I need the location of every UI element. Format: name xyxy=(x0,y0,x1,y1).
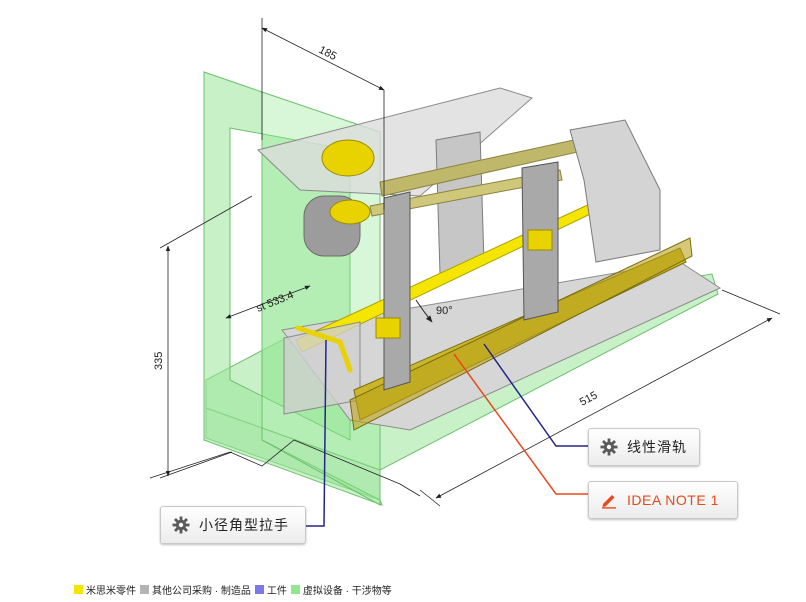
dim-185-label: 185 xyxy=(317,44,339,63)
hinge-left xyxy=(375,317,401,339)
legend-swatch xyxy=(74,585,83,594)
handle-label: 小径角型拉手 xyxy=(199,517,289,533)
legend-item-virtual: 虚拟设备 · 干涉物等 xyxy=(290,582,392,597)
dim-515-line xyxy=(435,317,773,499)
idea-note-label: IDEA NOTE 1 xyxy=(627,492,719,508)
small-angle-handle xyxy=(295,325,353,373)
hinge-right xyxy=(527,229,553,251)
legend-label: 其他公司采购 · 制造品 xyxy=(152,586,251,597)
idea-note-callout[interactable]: IDEA NOTE 1 xyxy=(588,481,738,519)
slider-plate-left xyxy=(383,191,411,391)
legend-swatch xyxy=(140,585,149,594)
angle-arc xyxy=(415,299,433,323)
legend-item-other: 其他公司采购 · 制造品 xyxy=(140,582,251,597)
pencil-icon xyxy=(599,490,619,510)
gear-icon xyxy=(171,515,191,535)
legend-item-work: 工件 xyxy=(254,582,287,597)
angle-label: 90° xyxy=(436,305,453,317)
leader-idea-note xyxy=(453,353,592,495)
legend-label: 工件 xyxy=(266,586,287,597)
linear-guide-callout[interactable]: 线性滑轨 xyxy=(588,428,700,466)
leader-handle xyxy=(306,339,327,527)
legend-swatch xyxy=(290,585,300,594)
legend: 米思米零件 其他公司采购 · 制造品 工件 虚拟设备 · 干涉物等 xyxy=(74,582,396,597)
dim-335-ext-top xyxy=(159,195,253,249)
rod-lower xyxy=(369,169,563,217)
motor-top xyxy=(321,139,375,177)
dim-stroke-line xyxy=(225,285,311,319)
ground-outline xyxy=(149,439,421,497)
dim-515-label: 515 xyxy=(578,389,600,408)
leader-linear-guide xyxy=(483,343,592,447)
dim-335-ext-bottom xyxy=(159,451,233,479)
handle-callout[interactable]: 小径角型拉手 xyxy=(160,506,306,544)
dim-515-ext-right xyxy=(721,289,781,315)
right-housing xyxy=(569,119,661,263)
linear-guide-label: 线性滑轨 xyxy=(627,439,687,455)
dim-515-ext-left xyxy=(419,489,441,507)
legend-label: 米思米零件 xyxy=(86,586,136,597)
legend-item-misumi: 米思米零件 xyxy=(74,582,136,597)
gear-icon xyxy=(599,437,619,457)
motor-coupling xyxy=(329,199,371,225)
dim-335-label: 335 xyxy=(153,352,165,370)
dim-185-line xyxy=(261,27,385,91)
legend-label: 虚拟设备 · 干涉物等 xyxy=(302,586,392,597)
legend-swatch xyxy=(254,585,264,594)
